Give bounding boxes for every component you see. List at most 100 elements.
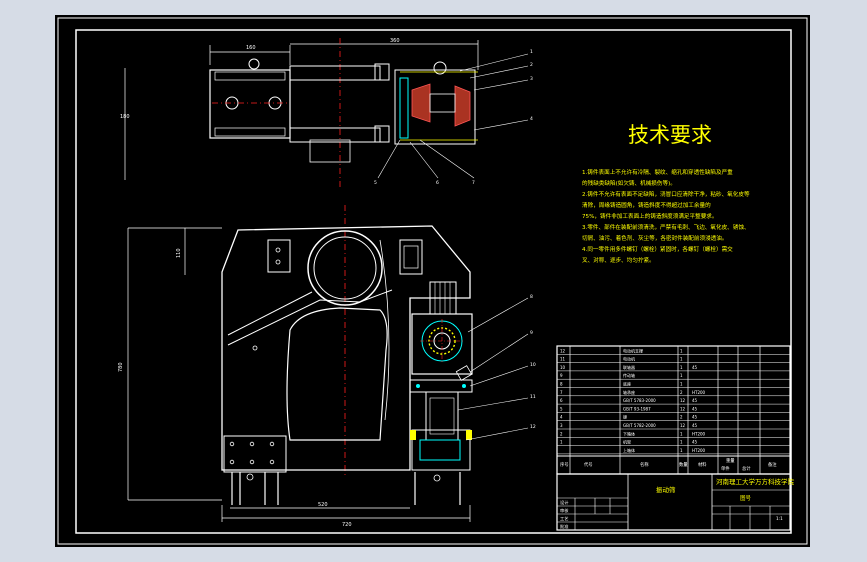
title-block: 设计 审核 工艺 批准 振动筛 河南理工大学万方科技学院 图号 1:1 (556, 473, 795, 531)
school-name: 河南理工大学万方科技学院 (716, 477, 795, 486)
bom-cell-no: 1 (560, 440, 563, 445)
bom-cell-qty: 1 (680, 348, 683, 353)
bom-cell-qty: 1 (680, 373, 683, 378)
callout-1: 1 (530, 49, 533, 55)
bom-header-qty: 数量 (679, 461, 688, 468)
bom-header-note: 备注 (768, 461, 777, 468)
bom-cell-qty: 12 (680, 398, 686, 403)
bom-header-name: 名称 (640, 461, 649, 468)
bom-cell-qty: 1 (680, 431, 683, 436)
bom-header-code: 代号 (584, 461, 593, 468)
bom-cell-qty: 12 (680, 423, 686, 428)
tech-req-note-9: 叉、对称、逐步、均匀拧紧。 (582, 256, 655, 264)
callout-2: 2 (530, 62, 533, 68)
bom-cell-material: HT200 (692, 390, 706, 395)
tech-req-note-5: 75%，铸件非加工表面上的铸造斜度须满足平整要求。 (582, 212, 718, 220)
bom-cell-qty: 1 (680, 365, 683, 370)
bom-cell-qty: 1 (680, 440, 683, 445)
dim-top-left: 160 (246, 45, 256, 51)
titleblock-check: 审核 (560, 507, 569, 514)
bom-cell-qty: 1 (680, 448, 683, 453)
bom-cell-no: 4 (560, 415, 563, 420)
bom-header-unit: 单件 (721, 465, 730, 472)
bom-cell-name: GB/T 5782-2000 (623, 423, 656, 428)
bom-cell-qty: 2 (680, 390, 683, 395)
bom-cell-material: 45 (692, 415, 698, 420)
bom-cell-material: 45 (692, 440, 698, 445)
dim-front-height: 780 (118, 362, 124, 372)
callout-7: 7 (472, 180, 475, 186)
front-view: 780 110 720 520 (118, 205, 536, 528)
bom-cell-no: 10 (560, 365, 566, 370)
bom-cell-no: 6 (560, 398, 563, 403)
bom-cell-no: 12 (560, 348, 566, 353)
bom-cell-qty: 1 (680, 357, 683, 362)
bom-cell-material: 45 (692, 406, 698, 411)
tech-req-note-1: 1.铸件表面上不允许有冷隔、裂纹、缩孔和穿透性缺陷及严重 (582, 168, 733, 176)
titleblock-design: 设计 (560, 499, 568, 506)
bom-cell-name: 上箱体 (623, 447, 635, 453)
titleblock-craft: 工艺 (560, 516, 568, 521)
drawing-number-label: 图号 (740, 494, 752, 502)
bom-cell-material: HT200 (692, 431, 706, 436)
bom-cell-name: 电动机支撑 (623, 347, 643, 353)
sheet-background (55, 15, 810, 547)
tech-req-note-6: 3.零件、部件在装配前须清洗，严禁有毛刺、飞边、氧化皮、锈蚀、 (582, 223, 750, 231)
tech-req-note-2: 的残缺类缺陷(如欠铸、机械损伤等)。 (582, 179, 676, 187)
bom-cell-name: GB/T 93-1987 (623, 406, 651, 411)
tech-req-note-3: 2.铸件不允许有表面不足缺陷，浇冒口应清除干净，粘砂、氧化皮等 (582, 190, 750, 198)
callout-10: 10 (530, 362, 536, 368)
bom-cell-material: 45 (692, 398, 698, 403)
bom-header-total: 总计 (742, 465, 751, 472)
tech-req-note-8: 4.同一零件用多件螺钉（螺栓）紧固时，各螺钉（螺栓）需交 (582, 245, 733, 253)
bom-cell-material: HT200 (692, 448, 706, 453)
bom-cell-name: 电动机 (623, 356, 635, 362)
dim-front-top: 110 (176, 248, 182, 258)
dim-front-width: 720 (342, 522, 352, 528)
technical-requirements: 技术要求 1.铸件表面上不允许有冷隔、裂纹、缩孔和穿透性缺陷及严重 的残缺类缺陷… (582, 123, 750, 264)
bom-cell-qty: 1 (680, 382, 683, 387)
bom-cell-name: 机架 (623, 439, 631, 445)
bom-cell-material: 45 (692, 423, 698, 428)
bom-cell-name: 传动轴 (623, 372, 635, 378)
bom-cell-material: 45 (692, 365, 698, 370)
bom-cell-name: 底座 (623, 381, 631, 387)
tech-req-note-4: 清除，周缘铸造圆角，铸造斜度不得超过加工余量的 (582, 201, 711, 209)
inner-border (75, 29, 792, 534)
callout-4: 4 (530, 116, 533, 122)
callout-9: 9 (530, 330, 533, 336)
bom-cell-no: 2 (560, 431, 563, 436)
bom-header-weight: 重量 (726, 457, 735, 464)
bom-cell-name: 键 (623, 414, 627, 420)
titleblock-approve: 批准 (560, 523, 568, 530)
scale-value: 1:1 (776, 516, 783, 521)
bom-cell-name: 轴承座 (623, 389, 635, 395)
bom-header-mat: 材料 (698, 461, 707, 468)
dim-top-height: 180 (120, 114, 130, 120)
callout-11: 11 (530, 394, 536, 400)
bom-cell-no: 7 (560, 390, 563, 395)
bom-cell-name: 下箱体 (623, 430, 635, 436)
bom-cell-name: 联轴器 (623, 364, 635, 370)
dim-front-bottom: 520 (318, 502, 328, 508)
outer-border (57, 17, 808, 545)
bom-cell-qty: 2 (680, 415, 683, 420)
bom-cell-no: 9 (560, 373, 563, 378)
top-view: 160 360 180 1 2 3 4 5 (120, 38, 533, 190)
callout-3: 3 (530, 76, 533, 82)
callout-5: 5 (374, 180, 377, 186)
bom-cell-no: 5 (560, 406, 563, 411)
tech-req-title: 技术要求 (628, 123, 712, 147)
callout-8: 8 (530, 294, 533, 300)
bom-cell-no: 8 (560, 382, 563, 387)
callout-6: 6 (436, 180, 439, 186)
bom-cell-name: GB/T 5783-2000 (623, 398, 656, 403)
callout-12: 12 (530, 424, 536, 430)
bom-header-no: 序号 (560, 461, 569, 468)
dim-top-width: 360 (390, 38, 400, 44)
tech-req-note-7: 切屑、油污、着色剂、灰尘等，各密封件装配前须浸透油。 (582, 234, 727, 242)
bom-cell-no: 11 (560, 357, 566, 362)
